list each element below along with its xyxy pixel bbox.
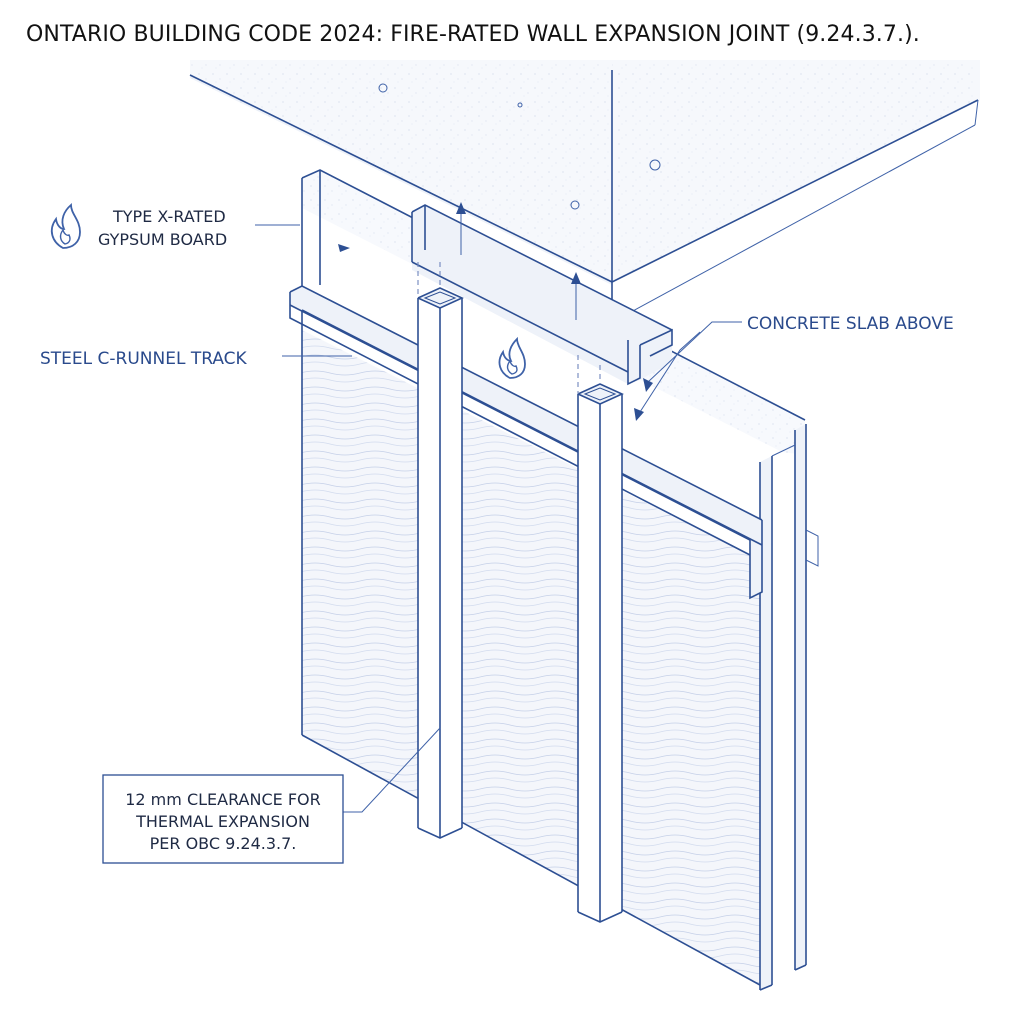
top-deflection-track xyxy=(411,204,673,386)
track-label: STEEL C-RUNNEL TRACK xyxy=(40,349,248,369)
page-title: ONTARIO BUILDING CODE 2024: FIRE-RATED W… xyxy=(26,22,920,47)
clearance-label-line3: PER OBC 9.24.3.7. xyxy=(150,834,297,853)
clearance-guides xyxy=(417,202,601,394)
gypsum-wall-panel xyxy=(301,292,819,991)
gypsum-label-line2: GYPSUM BOARD xyxy=(98,230,227,249)
clearance-label-line2: THERMAL EXPANSION xyxy=(135,812,310,831)
gypsum-label-line1: TYPE X-RATED xyxy=(112,207,226,226)
steel-stud-left xyxy=(417,287,464,839)
slab-label: CONCRETE SLAB ABOVE xyxy=(747,314,954,334)
steel-track xyxy=(289,285,763,600)
fire-icon xyxy=(498,336,526,379)
clearance-callout-box xyxy=(102,774,344,864)
fire-icon xyxy=(50,203,81,249)
leader-lines xyxy=(255,224,742,813)
steel-stud-right xyxy=(577,383,624,923)
concrete-slab xyxy=(189,60,980,319)
clearance-label-line1: 12 mm CLEARANCE FOR xyxy=(125,790,321,809)
